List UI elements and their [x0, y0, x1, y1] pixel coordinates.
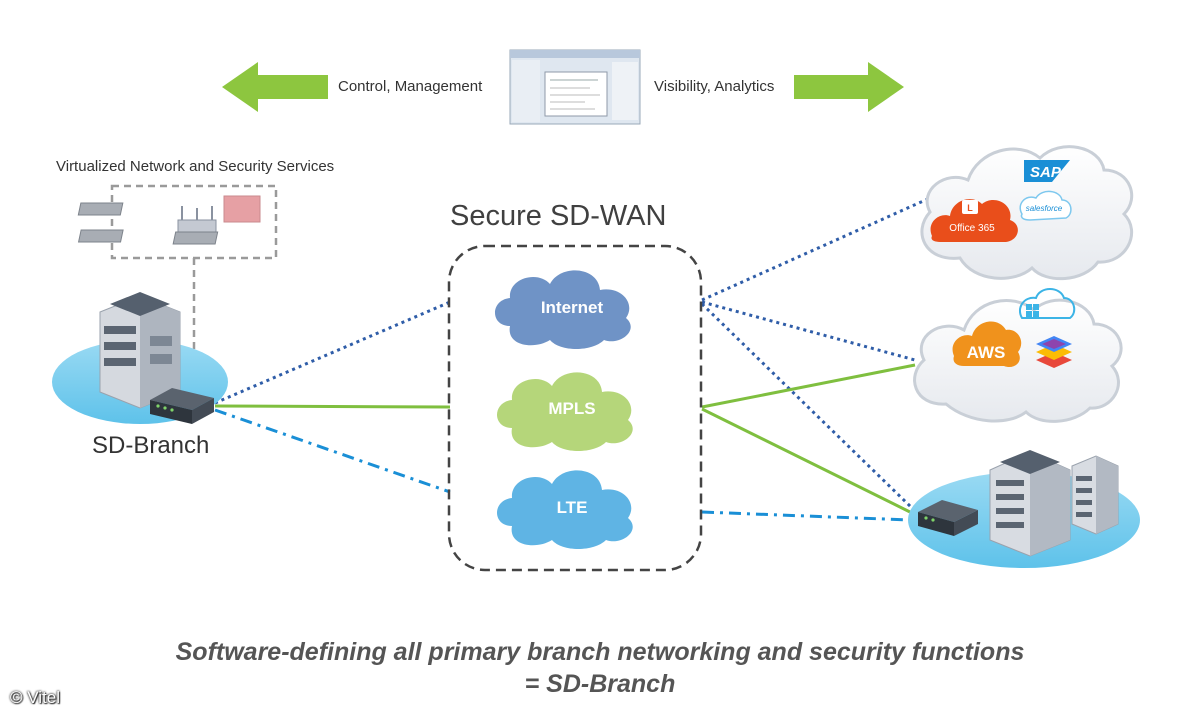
salesforce-logo-icon: salesforce: [1019, 190, 1072, 221]
svg-text:Office 365: Office 365: [949, 223, 995, 234]
datacenter-site-icon: [908, 450, 1140, 568]
lte-cloud-icon: LTE: [497, 470, 633, 549]
svg-text:AWS: AWS: [967, 343, 1006, 362]
caption-line-1: Software-defining all primary branch net…: [175, 638, 1025, 666]
control-management-label: Control, Management: [338, 78, 483, 95]
office365-logo-icon: L Office 365: [930, 199, 1018, 242]
image-credit: © Vitel: [10, 688, 61, 707]
sap-logo-icon: SAP: [1024, 160, 1070, 182]
datacenter-router-icon: [918, 500, 978, 536]
branch-site-icon: [52, 292, 228, 424]
right-arrow-icon: [794, 62, 904, 112]
branch-links: [214, 300, 451, 494]
mpls-cloud-icon: MPLS: [497, 372, 633, 451]
branch-router-icon: [150, 388, 214, 424]
virtualized-services-box: [77, 184, 278, 260]
caption: Software-defining all primary branch net…: [0, 636, 1200, 700]
wan-egress-links: [700, 196, 931, 522]
svg-text:L: L: [967, 203, 973, 213]
virtualized-services-label: Virtualized Network and Security Service…: [56, 158, 335, 175]
svg-text:salesforce: salesforce: [1026, 204, 1063, 213]
internet-cloud-icon: Internet: [495, 270, 631, 349]
lte-label: LTE: [557, 498, 588, 517]
internet-label: Internet: [541, 298, 604, 317]
google-cloud-stack-icon: [1036, 336, 1072, 368]
caption-line-2: = SD-Branch: [524, 670, 676, 698]
svg-text:SAP: SAP: [1030, 164, 1062, 181]
visibility-analytics-label: Visibility, Analytics: [654, 78, 775, 95]
sd-branch-label: SD-Branch: [92, 432, 210, 459]
azure-cloud-logo-icon: [1018, 288, 1076, 319]
management-console-thumbnail: [509, 49, 641, 125]
mpls-label: MPLS: [548, 399, 595, 418]
left-arrow-icon: [222, 62, 328, 112]
sd-wan-container: [447, 244, 703, 572]
aws-logo-icon: AWS: [952, 321, 1022, 368]
secure-sd-wan-title: Secure SD-WAN: [450, 200, 667, 232]
